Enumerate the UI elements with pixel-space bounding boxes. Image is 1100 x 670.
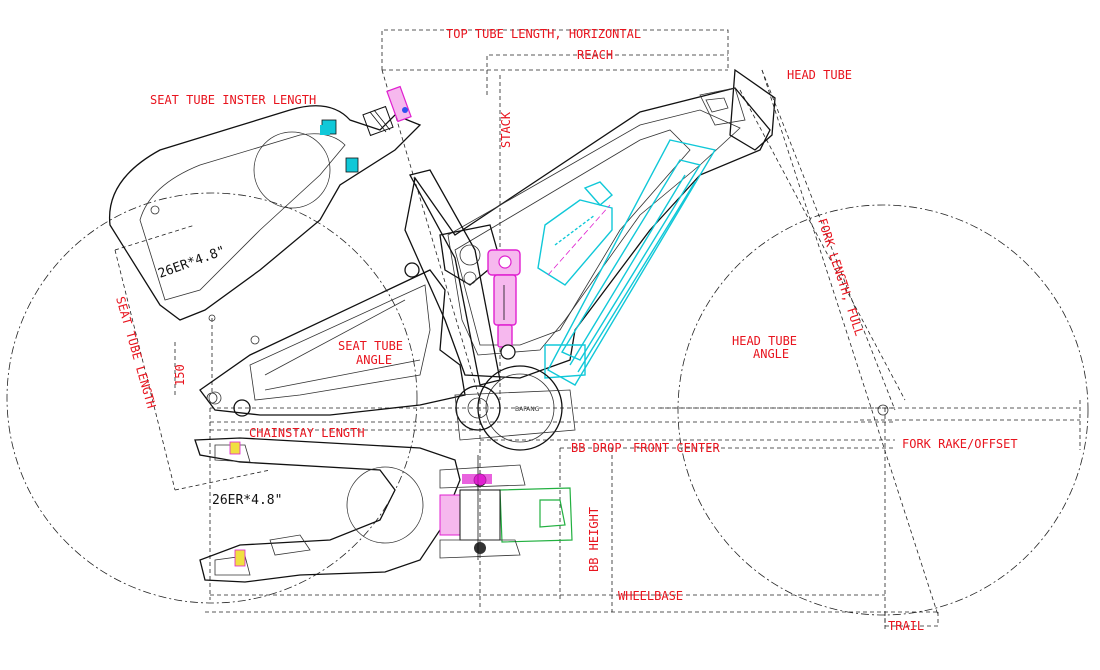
fork-length-label: FORK LENGTH, FULL (815, 217, 866, 338)
rear-tire-size-label: 26ER*4.8" (156, 244, 227, 282)
head-tube-angle-label-line2: ANGLE (753, 347, 789, 361)
bottle-icon (537, 181, 614, 286)
dimension-lines (114, 29, 1081, 630)
chainstay-length-label: CHAINSTAY LENGTH (249, 426, 365, 440)
wheelbase-label: WHEELBASE (618, 589, 683, 603)
mid-drive-motor-icon: BAFANG (454, 365, 576, 451)
bb-height-label: BB HEIGHT (587, 507, 601, 572)
battery-icon (544, 139, 717, 386)
drivetrain-top-view (439, 455, 573, 560)
main-frame (108, 68, 776, 583)
motor-brand-label: BAFANG (515, 406, 540, 413)
top-tube-length-label: TOP TUBE LENGTH, HORIZONTAL (446, 27, 641, 41)
upper-shock-icon (321, 85, 412, 173)
seat-tube-angle-label-line2: ANGLE (356, 353, 392, 367)
tire-size-label: 26ER*4.8" (212, 493, 282, 508)
stack-label: STACK (499, 111, 513, 148)
trail-label: TRAIL (888, 619, 924, 633)
seat-tube-length-label: SEAT TUBE LENGTH (113, 295, 158, 410)
hardware-marks (208, 125, 330, 567)
seat-tube-angle-label-line1: SEAT TUBE (338, 339, 403, 353)
front-wheel (677, 204, 1089, 616)
head-tube-angle-label-line1: HEAD TUBE (732, 334, 797, 348)
labels: TOP TUBE LENGTH, HORIZONTAL REACH HEAD T… (113, 27, 1017, 633)
reach-label: REACH (577, 48, 613, 62)
bb-drop-label: BB DROP (571, 441, 622, 455)
dimension-150-label: 150 (173, 364, 187, 386)
head-tube-label: HEAD TUBE (787, 68, 852, 82)
fork-rake-offset-label: FORK RAKE/OFFSET (902, 437, 1018, 451)
rear-shock-icon (487, 249, 521, 360)
front-center-label: FRONT CENTER (633, 441, 720, 455)
seat-tube-insert-length-label: SEAT TUBE INSTER LENGTH (150, 93, 316, 107)
